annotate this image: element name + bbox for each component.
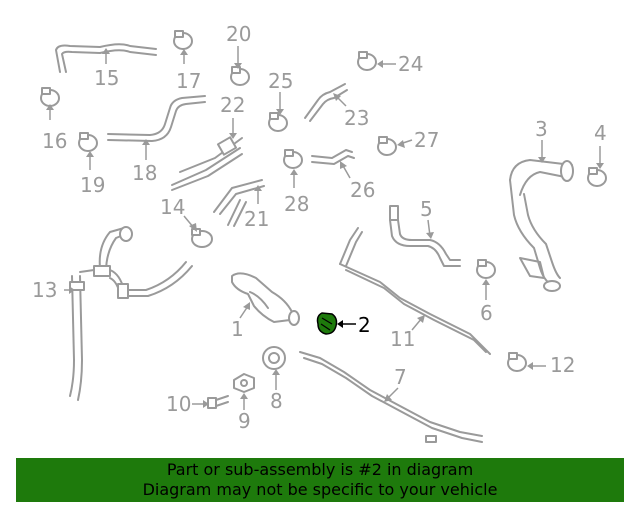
callout-6[interactable]: 6 <box>480 301 493 325</box>
callout-2[interactable]: 2 <box>358 313 371 337</box>
callout-5[interactable]: 5 <box>420 197 433 221</box>
part-23-hose[interactable] <box>304 83 346 119</box>
callout-1[interactable]: 1 <box>231 317 244 341</box>
callout-14[interactable]: 14 <box>160 195 185 219</box>
part-11-pipe[interactable] <box>339 227 491 355</box>
callout-22[interactable]: 22 <box>220 93 245 117</box>
part-28-clamp[interactable] <box>283 149 303 169</box>
part-13-hose[interactable] <box>69 226 193 401</box>
part-15-hose-inner <box>61 49 157 73</box>
callout-10[interactable]: 10 <box>166 392 191 416</box>
callout-9[interactable]: 9 <box>238 409 251 433</box>
callout-13[interactable]: 13 <box>32 278 57 302</box>
part-26-hose[interactable] <box>311 149 353 159</box>
part-4-clamp[interactable] <box>587 167 607 187</box>
callout-labels: 1 2 3 4 5 6 7 8 9 10 11 12 13 14 15 16 1… <box>32 22 607 433</box>
callout-15[interactable]: 15 <box>94 66 119 90</box>
callout-16[interactable]: 16 <box>42 129 67 153</box>
part-1-bracket[interactable] <box>231 272 300 326</box>
callout-8[interactable]: 8 <box>270 389 283 413</box>
part-22-pipe-assembly[interactable] <box>171 136 243 191</box>
callout-23[interactable]: 23 <box>344 106 369 130</box>
part-18-hose[interactable] <box>107 95 206 136</box>
callout-28[interactable]: 28 <box>284 192 309 216</box>
callout-18[interactable]: 18 <box>132 161 157 185</box>
callout-26[interactable]: 26 <box>350 178 375 202</box>
part-14-clamp[interactable] <box>191 228 213 248</box>
part-21-pipe[interactable] <box>213 179 265 227</box>
part-16-clamp[interactable] <box>40 87 60 107</box>
part-25-clamp[interactable] <box>268 112 288 132</box>
part-27-clamp[interactable] <box>377 136 397 156</box>
part-20-clamp[interactable] <box>230 66 250 86</box>
part-26-hose-inner <box>311 155 355 165</box>
part-15-hose[interactable] <box>55 43 157 73</box>
part-2-highlighted[interactable] <box>316 312 338 335</box>
callout-25[interactable]: 25 <box>268 69 293 93</box>
callout-19[interactable]: 19 <box>80 173 105 197</box>
callout-21[interactable]: 21 <box>244 207 269 231</box>
info-banner: Part or sub-assembly is #2 in diagram Di… <box>16 458 624 502</box>
part-9-nut[interactable] <box>233 373 255 393</box>
callout-20[interactable]: 20 <box>226 22 251 46</box>
part-5-hose[interactable] <box>389 205 461 267</box>
callout-3[interactable]: 3 <box>535 117 548 141</box>
callout-17[interactable]: 17 <box>176 69 201 93</box>
part-3-hose[interactable] <box>509 159 574 292</box>
callout-4[interactable]: 4 <box>594 121 607 145</box>
callout-12[interactable]: 12 <box>550 353 575 377</box>
part-6-clamp[interactable] <box>476 259 496 279</box>
banner-line-part: Part or sub-assembly is #2 in diagram <box>166 460 474 479</box>
part-17-clamp[interactable] <box>173 30 193 50</box>
part-24-clamp[interactable] <box>357 51 377 71</box>
callout-7[interactable]: 7 <box>394 365 407 389</box>
part-12-clamp[interactable] <box>507 352 527 372</box>
leader-lines <box>46 46 604 410</box>
part-8-grommet[interactable] <box>262 346 286 370</box>
banner-line-disclaimer: Diagram may not be specific to your vehi… <box>142 480 498 499</box>
part-10-bolt[interactable] <box>207 395 229 409</box>
part-18-hose-inner <box>107 101 206 142</box>
callout-11[interactable]: 11 <box>390 327 415 351</box>
part-19-clamp[interactable] <box>78 132 98 152</box>
callout-24[interactable]: 24 <box>398 52 423 76</box>
exploded-parts-diagram: 1 2 3 4 5 6 7 8 9 10 11 12 13 14 15 16 1… <box>32 22 607 443</box>
part-23-hose-inner <box>309 89 348 122</box>
callout-27[interactable]: 27 <box>414 128 439 152</box>
part-7-pipe[interactable] <box>299 351 483 443</box>
